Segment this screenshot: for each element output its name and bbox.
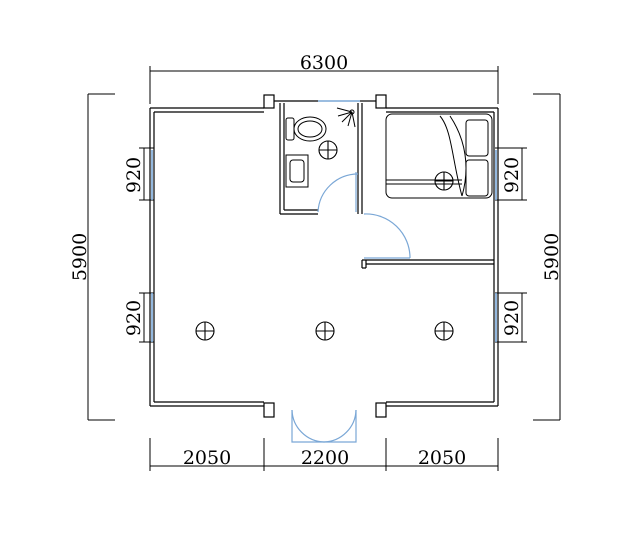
bottom-dimensions: 2050 2200 2050 — [149, 438, 499, 471]
ceiling-light-icon — [434, 321, 454, 341]
shower-icon — [336, 107, 356, 128]
dim-right-height: 5900 — [541, 233, 563, 281]
dim-right-window-upper: 920 — [501, 157, 523, 193]
dim-left-height: 5900 — [69, 233, 91, 281]
dim-right-window-lower: 920 — [501, 300, 523, 336]
ceiling-light-icon — [315, 321, 335, 341]
left-dimension: 5900 — [69, 93, 115, 421]
dim-left-window-upper: 920 — [123, 157, 145, 193]
windows — [151, 150, 497, 342]
interior-walls — [279, 103, 494, 269]
sink-icon — [285, 154, 309, 188]
bed-icon — [385, 113, 493, 199]
dim-bottom-left: 2050 — [183, 447, 231, 469]
right-dimension: 5900 — [533, 93, 563, 421]
toilet-icon — [285, 116, 327, 142]
ceiling-light-icon — [318, 140, 338, 160]
doors — [291, 172, 411, 443]
dim-top-width: 6300 — [300, 52, 348, 74]
right-window-dimensions: 920 920 — [495, 147, 527, 343]
ceiling-light-icon — [195, 321, 215, 341]
ceiling-light-icon — [434, 171, 454, 191]
left-window-dimensions: 920 920 — [123, 147, 154, 343]
dim-left-window-lower: 920 — [123, 300, 145, 336]
exterior-walls — [149, 94, 499, 418]
dim-bottom-center: 2200 — [301, 447, 349, 469]
dim-bottom-right: 2050 — [418, 447, 466, 469]
top-dimension: 6300 — [149, 52, 499, 104]
